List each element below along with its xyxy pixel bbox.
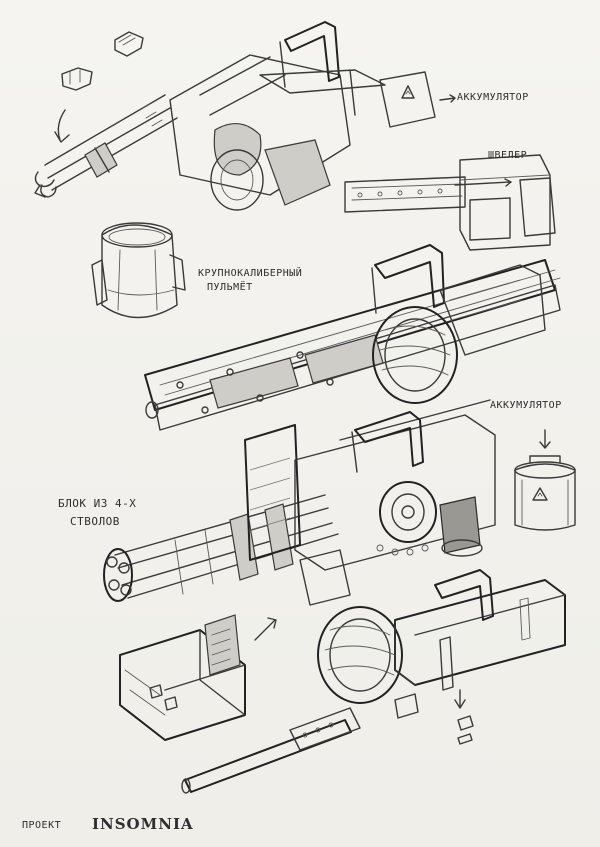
quad-barrel-minigun — [103, 399, 496, 606]
battery-label-top: АККУМУЛЯТОР — [457, 92, 529, 103]
barrel-block-label-line2: СТВОЛОВ — [70, 515, 120, 528]
barrel-block-label-line1: БЛОК ИЗ 4-Х — [58, 497, 137, 510]
battery-label-right: АККУМУЛЯТОР — [490, 400, 562, 411]
heavy-machine-gun — [144, 244, 561, 431]
heavy-mg-label-line2: ПУЛЬМЁТ — [207, 282, 253, 293]
heavy-mg-label-line1: КРУПНОКАЛИБЕРНЫЙ — [198, 268, 303, 279]
drum-fed-gun — [181, 569, 566, 794]
ammo-box — [119, 614, 277, 741]
minigun-top — [34, 21, 456, 211]
battery-canister — [514, 429, 576, 531]
ammo-drum-canister — [91, 222, 186, 319]
small-cartridge-parts — [54, 31, 144, 143]
project-name: INSOMNIA — [92, 815, 194, 833]
project-word: ПРОЕКТ — [22, 820, 62, 831]
channel-label: ШВЕЛЕР — [488, 150, 528, 161]
channel-profile — [344, 154, 556, 251]
